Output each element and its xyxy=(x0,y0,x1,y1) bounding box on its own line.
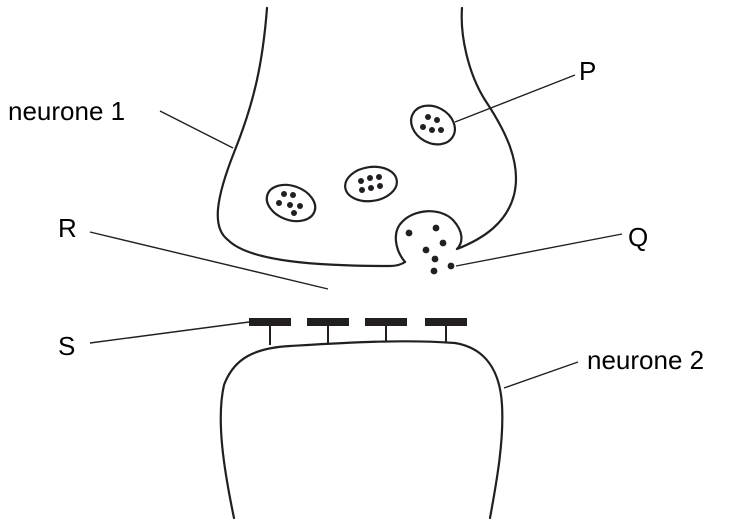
label-p: P xyxy=(579,56,596,86)
label-r: R xyxy=(58,213,77,243)
leader-neurone-1 xyxy=(160,111,233,148)
released-neurotransmitter xyxy=(431,256,455,275)
leader-p xyxy=(455,75,575,122)
fusing-vesicle-dots xyxy=(406,225,447,254)
receptor-3 xyxy=(365,318,407,326)
vesicle-middle xyxy=(343,164,399,205)
vesicle-left xyxy=(262,178,321,227)
vesicle-p xyxy=(404,98,462,152)
label-q: Q xyxy=(628,222,648,252)
label-neurone-1: neurone 1 xyxy=(8,96,125,126)
leader-neurone-2 xyxy=(504,362,578,388)
label-s: S xyxy=(58,331,75,361)
neurone-2-outline xyxy=(221,341,503,518)
receptor-2 xyxy=(307,318,349,326)
label-neurone-2: neurone 2 xyxy=(587,345,704,375)
receptor-1 xyxy=(249,318,291,326)
leader-q xyxy=(456,234,622,266)
neurone-1-outline xyxy=(218,8,516,266)
receptor-4 xyxy=(425,318,467,326)
leader-s xyxy=(90,322,249,343)
fusing-vesicle xyxy=(396,211,462,262)
